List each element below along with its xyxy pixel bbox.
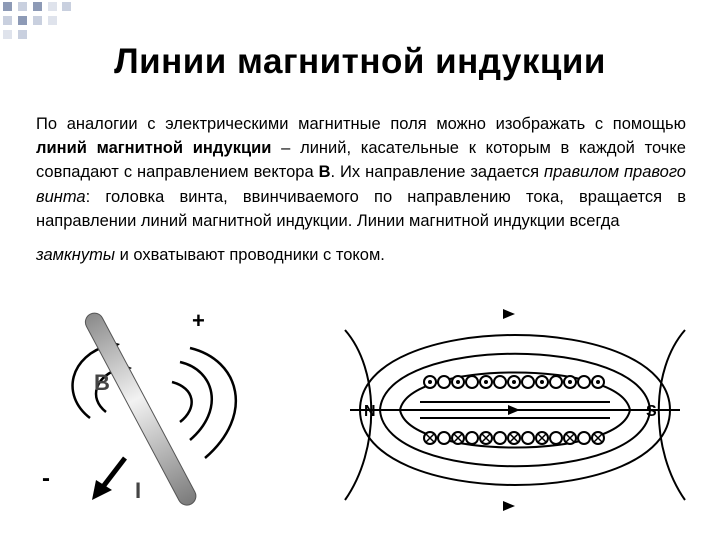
bold-term-lines: линий магнитной индукции <box>36 139 272 158</box>
current-i-label: I <box>135 478 141 503</box>
minus-label: - <box>42 465 50 492</box>
field-arrow-icon <box>503 309 515 319</box>
plus-label: + <box>192 308 205 333</box>
wire-field-illustration: + - B I <box>42 308 238 506</box>
bold-vector-b: В <box>318 163 331 182</box>
paragraph-text: По аналогии с электрическими магнитные п… <box>36 115 686 133</box>
south-pole-label: S <box>646 403 657 420</box>
field-lines <box>71 343 238 459</box>
current-arrow-icon <box>100 456 127 490</box>
italic-closed: замкнуты <box>36 246 115 265</box>
solenoid-field-lines <box>344 329 686 501</box>
solenoid-field-illustration: N S <box>344 309 686 511</box>
north-pole-label: N <box>364 403 376 420</box>
decorative-grid-squares <box>3 2 71 39</box>
italic-rule: правилом правого винта <box>36 163 686 206</box>
paragraph-text: и охватывают проводники с током. <box>114 246 385 265</box>
slide-title: Линии магнитной индукции <box>114 42 606 81</box>
body-paragraph: По аналогии с электрическими магнитные п… <box>36 112 686 267</box>
paragraph-text: : головка винта, ввинчиваемого по направ… <box>36 187 686 230</box>
paragraph-text: . Их направление задается <box>330 163 545 182</box>
field-arrow-icon <box>503 501 515 511</box>
field-arrow-icon <box>508 405 520 415</box>
paragraph-text: – линий, касательные к которым в каждой … <box>36 139 686 182</box>
paragraph-last-line: замкнуты и охватывают проводники с током… <box>36 243 686 267</box>
field-b-label: B <box>94 370 110 395</box>
